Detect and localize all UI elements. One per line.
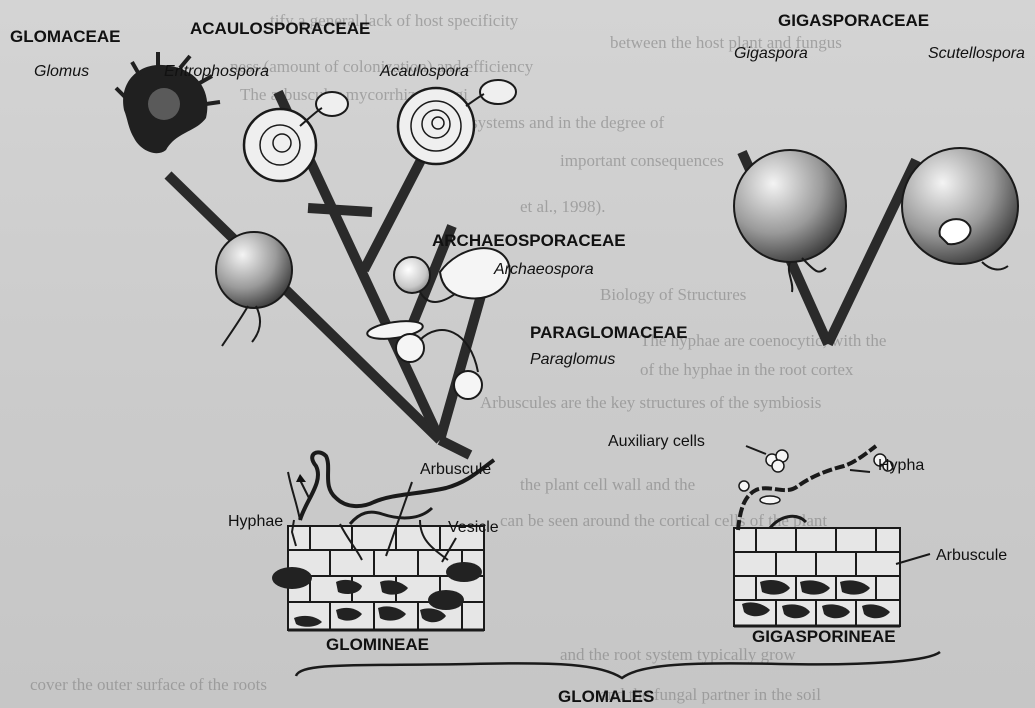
branch-stub <box>308 208 372 212</box>
label-acaulospora: Acaulospora <box>379 63 469 80</box>
label-arbuscule-right: Arbuscule <box>936 547 1007 564</box>
label-hypha: Hypha <box>878 457 924 474</box>
archaeospora-spore-icon <box>394 248 510 302</box>
label-hyphae: Hyphae <box>228 513 283 530</box>
label-gigasporaceae: GIGASPORACEAE <box>778 11 929 30</box>
bg-line-10: of the hyphae in the root cortex <box>640 360 854 379</box>
label-gigaspora: Gigaspora <box>734 45 808 62</box>
bg-line-15: cover the outer surface of the roots <box>30 675 267 694</box>
label-glomus: Glomus <box>34 63 89 80</box>
branch-paraglomus <box>440 285 484 440</box>
label-vesicle: Vesicle <box>448 519 499 536</box>
scutellospora-spore-icon <box>902 148 1018 269</box>
glomus-large-spore-icon <box>216 232 292 346</box>
right-phylogeny-tree <box>734 148 1018 344</box>
bg-line-12: the plant cell wall and the <box>520 475 695 494</box>
label-scutellospora: Scutellospora <box>928 45 1025 62</box>
label-glomaceae: GLOMACEAE <box>10 27 121 46</box>
label-glomineae: GLOMINEAE <box>326 635 429 654</box>
label-arbuscule-left: Arbuscule <box>420 461 491 478</box>
label-paraglomaceae: PARAGLOMACEAE <box>530 323 687 342</box>
bg-line-11: Arbuscules are the key structures of the… <box>480 393 821 412</box>
bg-line-8: Biology of Structures <box>600 285 746 304</box>
bg-line-14: and the root system typically grow <box>560 645 796 664</box>
auxiliary-cells-icon <box>739 450 893 491</box>
glomineae-colonization-illustration <box>272 452 494 630</box>
entrophospora-spore-icon <box>244 92 348 181</box>
bg-line-6: important consequences <box>560 151 724 170</box>
branch-glomus <box>168 175 440 440</box>
trunk-base <box>440 440 470 455</box>
label-auxiliary-cells: Auxiliary cells <box>608 433 705 450</box>
label-paraglomus: Paraglomus <box>530 351 615 368</box>
label-archaeospora: Archaeospora <box>493 261 594 278</box>
label-archaeosporaceae: ARCHAEOSPORACEAE <box>432 231 626 250</box>
bg-line-7: et al., 1998). <box>520 197 605 216</box>
label-glomales: GLOMALES <box>558 687 654 706</box>
label-acaulosporaceae: ACAULOSPORACEAE <box>190 19 370 38</box>
gigaspora-spore-icon <box>734 150 846 292</box>
label-gigasporineae: GIGASPORINEAE <box>752 627 896 646</box>
label-entrophospora: Entrophospora <box>164 63 269 80</box>
